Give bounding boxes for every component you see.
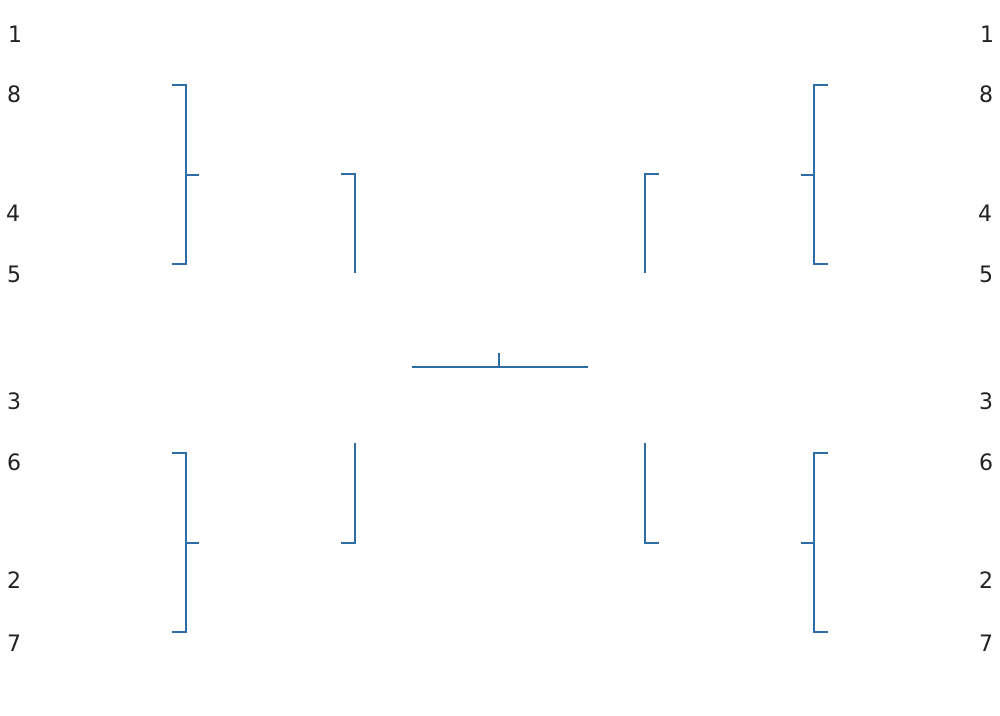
left-top-semifinal-bracket bbox=[341, 173, 356, 273]
seed-labels: 1 8 4 5 3 6 2 7 1 8 4 5 3 6 2 7 bbox=[6, 23, 994, 657]
right-seed-5: 3 bbox=[979, 390, 993, 415]
final-connector bbox=[412, 353, 588, 368]
bracket-lines bbox=[172, 84, 828, 633]
right-bottom-first-round-bracket bbox=[801, 452, 828, 633]
left-seed-4: 5 bbox=[7, 263, 21, 288]
right-seed-1: 1 bbox=[980, 23, 994, 48]
left-seed-5: 3 bbox=[7, 390, 21, 415]
right-bottom-semifinal-bracket bbox=[644, 443, 659, 544]
left-seed-1: 1 bbox=[8, 23, 22, 48]
right-seed-4: 5 bbox=[979, 263, 993, 288]
right-seed-2: 8 bbox=[979, 83, 993, 108]
left-top-first-round-bracket bbox=[172, 84, 199, 265]
left-bottom-semifinal-bracket bbox=[341, 443, 356, 544]
left-seed-7: 2 bbox=[7, 569, 21, 594]
right-seed-3: 4 bbox=[978, 202, 992, 227]
left-seed-8: 7 bbox=[7, 632, 21, 657]
right-seed-6: 6 bbox=[979, 451, 993, 476]
right-seed-7: 2 bbox=[979, 569, 993, 594]
left-seed-6: 6 bbox=[7, 451, 21, 476]
left-seed-2: 8 bbox=[7, 83, 21, 108]
right-seed-8: 7 bbox=[979, 632, 993, 657]
left-seed-3: 4 bbox=[6, 202, 20, 227]
right-top-first-round-bracket bbox=[801, 84, 828, 265]
left-bottom-first-round-bracket bbox=[172, 452, 199, 633]
right-top-semifinal-bracket bbox=[644, 173, 659, 273]
